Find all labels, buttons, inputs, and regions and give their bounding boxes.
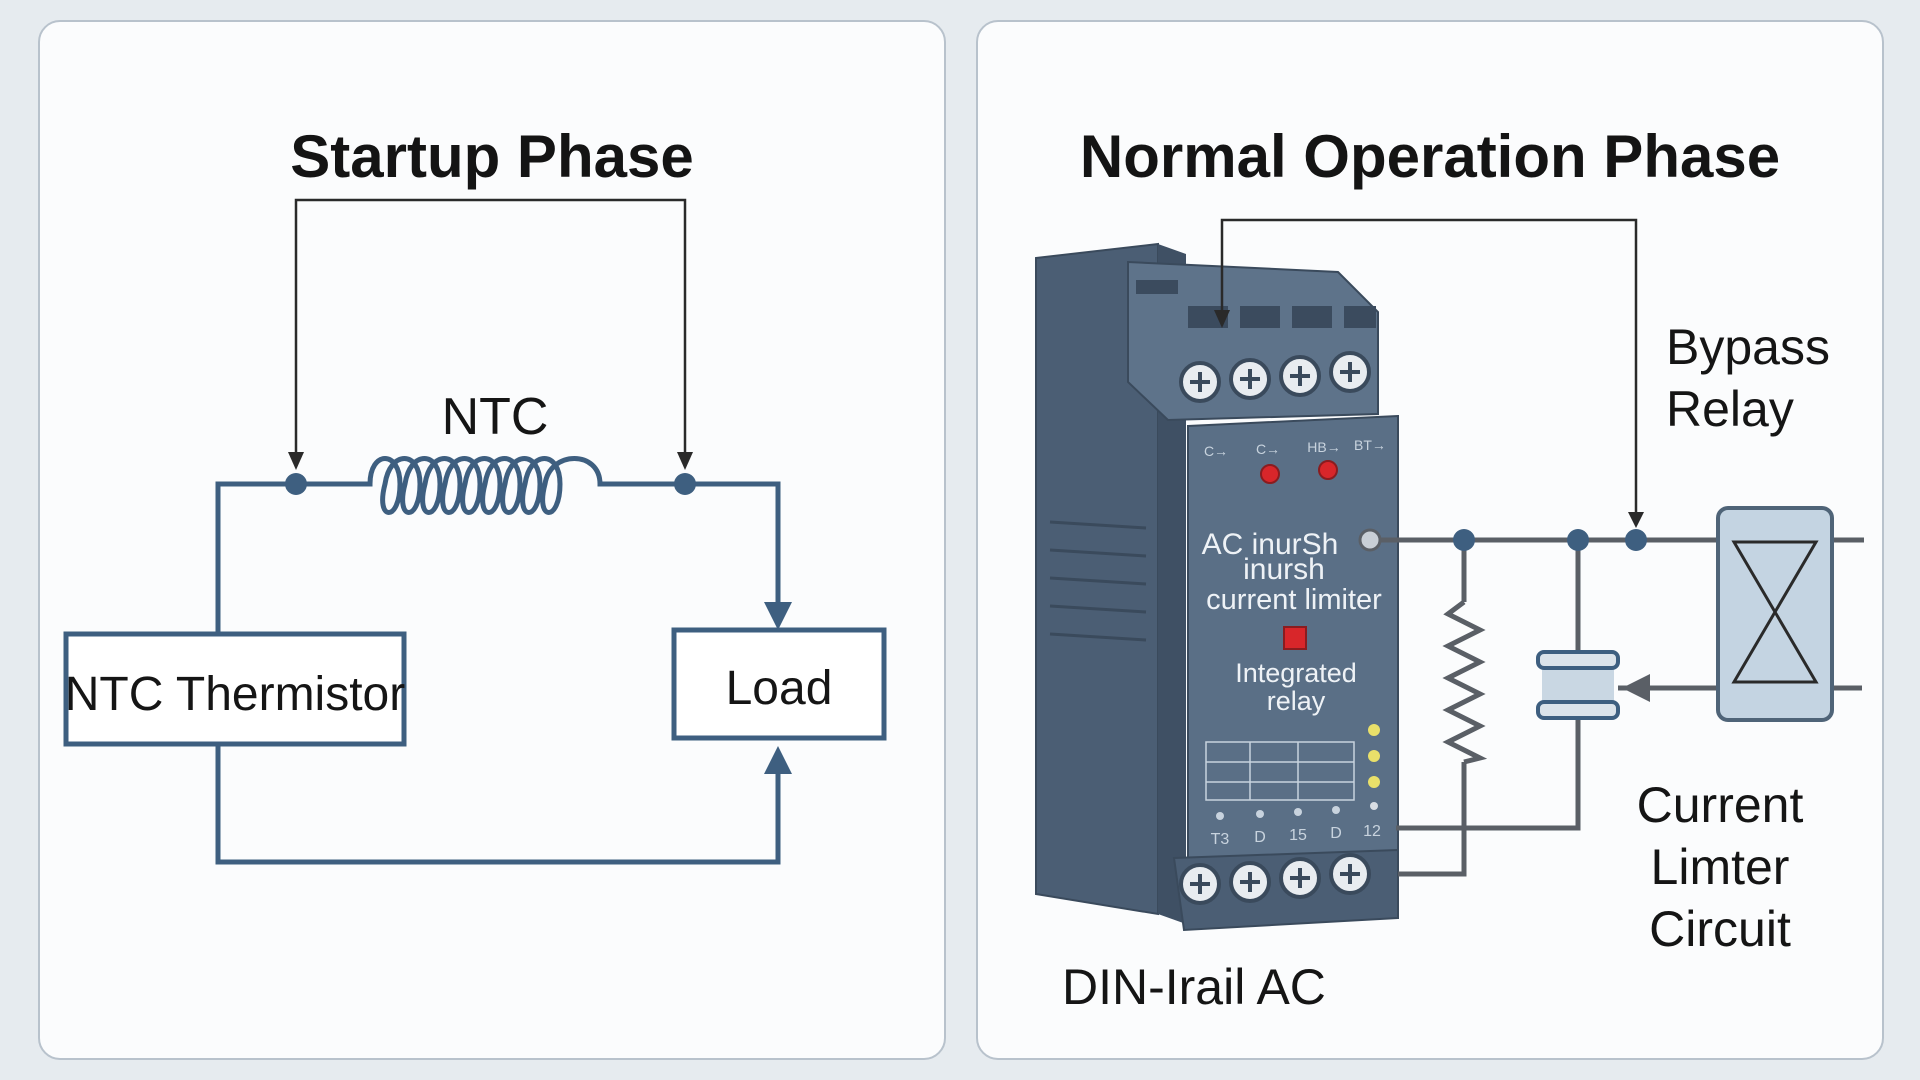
load-box: [671, 627, 887, 741]
resistor-zigzag-icon: [1442, 600, 1488, 765]
junction-node-resistor: [1453, 529, 1475, 551]
normal-operation-panel: Normal Operation Phase: [976, 20, 1884, 1060]
status-led-yellow-1: [1368, 724, 1380, 736]
svg-text:C→: C→: [1256, 441, 1280, 457]
svg-text:D: D: [1254, 829, 1266, 846]
capacitor-branch-wire: [1396, 540, 1581, 831]
thermistor-label: NTC Thermistor: [65, 668, 405, 721]
device-text-line-3: current limiter: [1206, 584, 1382, 616]
svg-text:HB→: HB→: [1307, 439, 1340, 455]
svg-text:BT→: BT→: [1354, 437, 1386, 453]
arrow-into-capacitor: [1622, 674, 1650, 702]
current-limiter-label-line-1: Current: [1637, 777, 1804, 833]
junction-node-capacitor: [1567, 529, 1589, 551]
junction-node-relay: [1625, 529, 1647, 551]
status-led-yellow-2: [1368, 750, 1380, 762]
current-limiter-label-line-2: Limter: [1651, 839, 1790, 895]
bypass-relay-label-line-1: Bypass: [1666, 319, 1830, 375]
normal-operation-diagram: C→ C→ HB→ BT→ AC inurSh inursh current l…: [1035, 218, 1864, 1015]
device-output-node: [1358, 528, 1382, 552]
junction-node-left: [285, 473, 307, 495]
status-led-yellow-3: [1368, 776, 1380, 788]
capacitor-icon: [1536, 650, 1620, 720]
svg-text:15: 15: [1289, 827, 1307, 844]
probe-line-right: [1220, 218, 1638, 522]
status-led-red-1: [1260, 464, 1280, 484]
startup-phase-title: Startup Phase: [290, 123, 694, 190]
ntc-label: NTC: [442, 388, 549, 446]
svg-text:C→: C→: [1204, 443, 1228, 459]
device-spec-label: [1205, 741, 1355, 801]
startup-phase-panel: Startup Phase NTC NTC Thermistor: [38, 20, 946, 1060]
bottom-terminal-screws: [1179, 853, 1371, 905]
din-rail-device: C→ C→ HB→ BT→ AC inurSh inursh current l…: [1035, 242, 1399, 932]
device-text-line-4: Integrated: [1235, 658, 1357, 688]
svg-text:D: D: [1330, 825, 1342, 842]
wire-left-vertical: [215, 481, 296, 634]
top-terminal-labels: C→ C→ HB→ BT→: [1204, 437, 1386, 459]
svg-text:T3: T3: [1211, 831, 1230, 848]
thermistor-box: [63, 631, 407, 747]
device-text-line-1: AC inurSh: [1202, 528, 1339, 561]
bypass-relay-icon: [1716, 506, 1834, 722]
wire-bottom: [215, 744, 781, 865]
ntc-coil-icon: [296, 456, 685, 515]
device-text-line-5: relay: [1267, 686, 1326, 716]
top-terminal-screws: [1179, 351, 1371, 403]
status-indicator-red-square: [1283, 626, 1307, 650]
current-limiter-label-line-3: Circuit: [1649, 901, 1791, 957]
startup-circuit-diagram: NTC NTC Thermistor Load: [63, 198, 887, 865]
status-led-red-2: [1318, 460, 1338, 480]
wire-right-top: [685, 481, 781, 607]
load-label: Load: [726, 662, 833, 715]
arrow-into-load-bottom: [764, 746, 792, 774]
normal-operation-title: Normal Operation Phase: [1079, 123, 1781, 190]
junction-node-right: [674, 473, 696, 495]
svg-text:12: 12: [1363, 823, 1381, 840]
probe-line: [294, 198, 687, 464]
bottom-terminal-labels: T3 D 15 D 12: [1211, 823, 1381, 848]
device-caption: DIN-Irail AC: [1062, 959, 1326, 1015]
device-text-line-2: inursh: [1243, 553, 1325, 586]
arrow-into-load-top: [764, 602, 792, 630]
bypass-relay-label-line-2: Relay: [1666, 381, 1794, 437]
